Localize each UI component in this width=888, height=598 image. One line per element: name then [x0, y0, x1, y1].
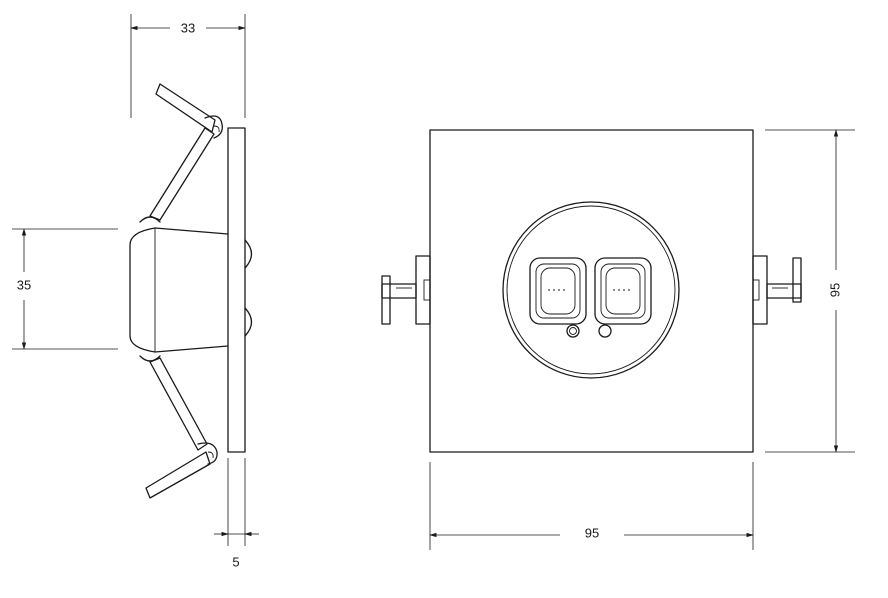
front-clip-left — [381, 255, 431, 325]
front-indicator-left — [566, 324, 580, 338]
dim-front-height: 95 — [827, 283, 842, 297]
dim-front-width: 95 — [585, 525, 599, 540]
side-housing — [129, 227, 229, 353]
dim-side-plate: 5 — [232, 554, 239, 569]
upper-spring-clip — [139, 83, 223, 223]
side-lens-bottom — [244, 307, 253, 337]
side-lens-top — [244, 239, 253, 269]
front-clip-right — [752, 255, 802, 325]
front-indicator-right — [598, 324, 612, 338]
front-lens-right — [594, 257, 652, 325]
front-bezel-outer — [502, 201, 680, 379]
dim-side-opening: 35 — [17, 277, 31, 292]
front-view: 95 95 — [381, 129, 855, 550]
side-face-plate — [227, 127, 246, 453]
front-face-plate — [429, 129, 754, 453]
side-view: 33 35 5 — [12, 14, 259, 569]
front-bezel-inner — [506, 205, 676, 375]
dim-side-depth: 33 — [181, 20, 195, 35]
front-lens-left — [529, 257, 587, 325]
lower-spring-clip — [139, 355, 218, 499]
